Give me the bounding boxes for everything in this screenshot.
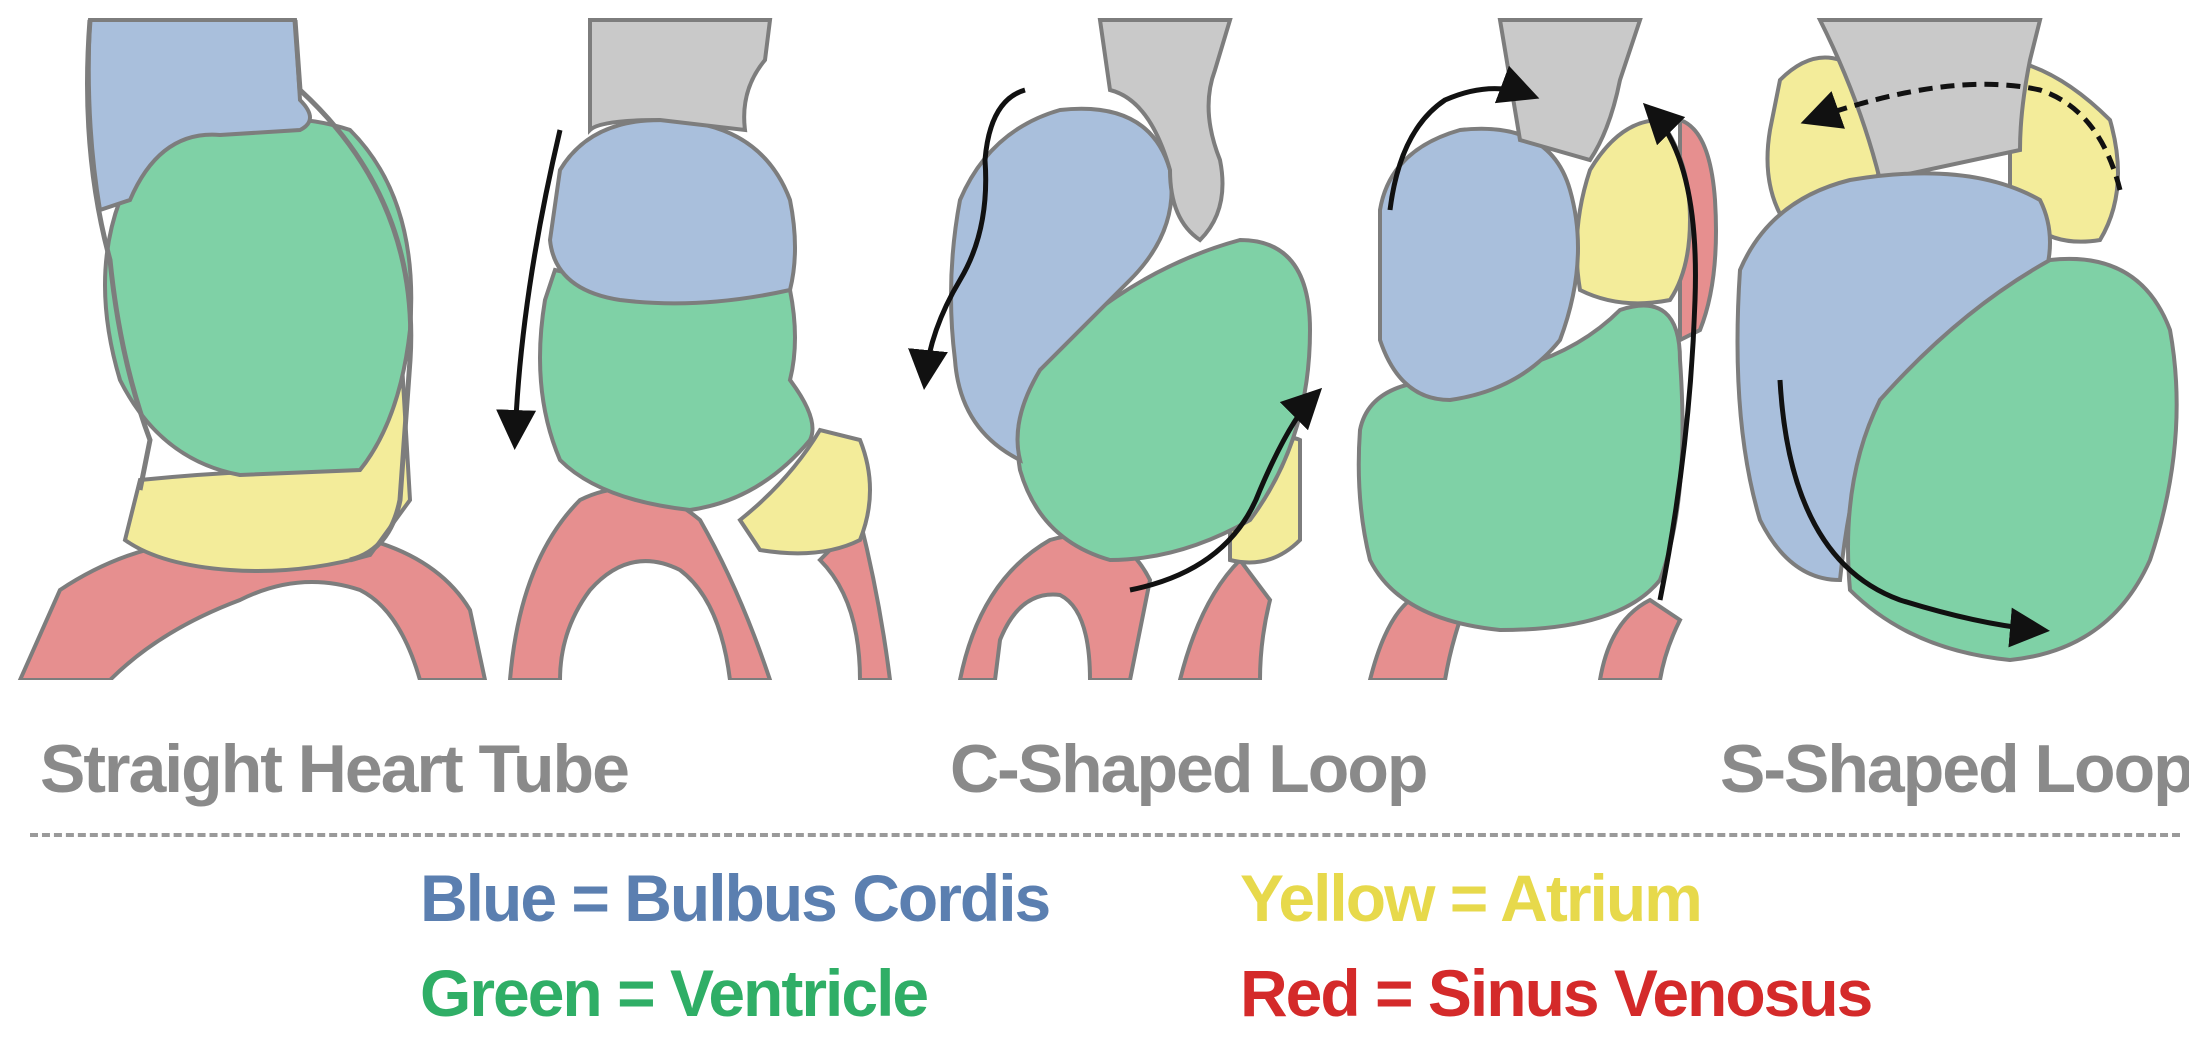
tube-outline (85, 19, 414, 563)
bulbus-cordis-region (547, 117, 797, 306)
atrium-region (737, 427, 872, 556)
legend-ventricle: Green = Ventricle (420, 956, 929, 1030)
bulbus-cordis-region (1378, 126, 1580, 403)
dashed-divider (30, 833, 2180, 837)
arrow-right-lower (1129, 387, 1323, 593)
legend-atrium: Yellow = Atrium (1240, 861, 1703, 935)
arrow-top-dashed (1800, 81, 2123, 191)
outflow-tract (588, 18, 773, 135)
ventricle-region (538, 267, 815, 513)
arrow-left-side (908, 87, 1026, 390)
legend-sinus-venosus: Red = Sinus Venosus (1240, 956, 1873, 1030)
bulbus-cordis-region (949, 106, 1174, 464)
arrow-bottom-curve (1777, 379, 2050, 648)
outflow-tract (1097, 18, 1233, 243)
arrow-up-left (1387, 65, 1540, 211)
looping-stage-2-figure (496, 18, 893, 680)
ventricle-region (1846, 256, 2179, 663)
s-shaped-loop-figure (1735, 18, 2179, 663)
straight-heart-tube-figure (17, 18, 488, 680)
label-straight-heart-tube: Straight Heart Tube (40, 731, 630, 807)
arrow-up-right (1642, 102, 1698, 601)
heart-looping-illustrations (17, 18, 2179, 680)
label-c-shaped-loop: C-Shaped Loop (950, 731, 1428, 807)
outflow-tract (1497, 18, 1643, 163)
looping-stage-4-figure (1356, 18, 1718, 680)
legend-bulbus-cordis: Blue = Bulbus Cordis (420, 861, 1051, 935)
ventricle-region (103, 116, 414, 478)
label-s-shaped-loop: S-Shaped Loop (1720, 731, 2189, 807)
c-shaped-loop-figure (908, 18, 1323, 680)
arrow-downward (496, 129, 563, 450)
